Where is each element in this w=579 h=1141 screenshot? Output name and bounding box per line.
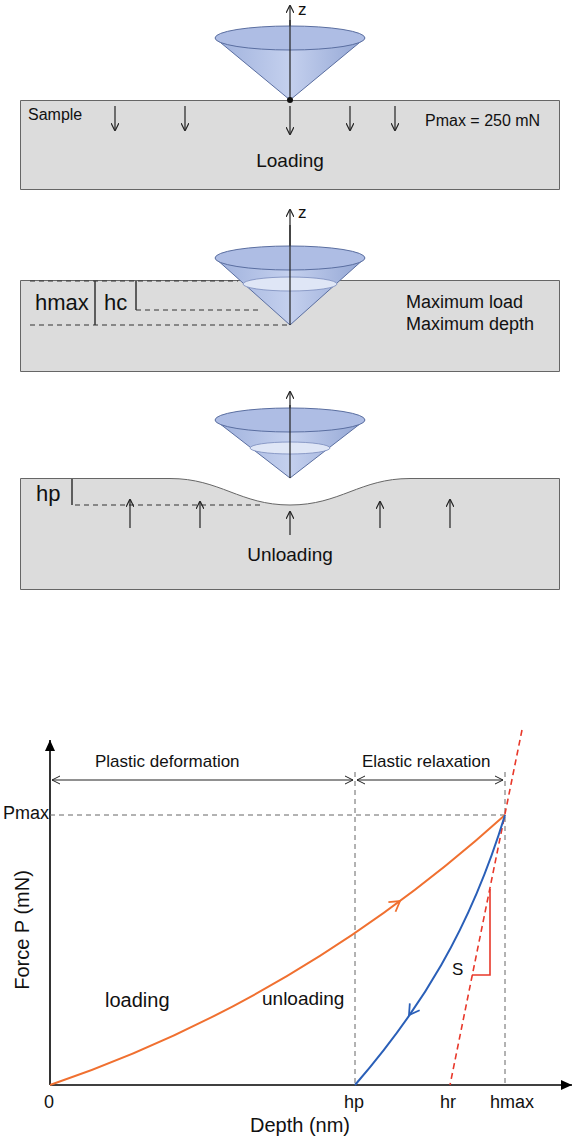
stage-label: Maximum load Maximum depth <box>406 292 556 335</box>
drawing-part <box>390 894 400 901</box>
axis-label: z <box>298 203 307 223</box>
drawing-part <box>394 106 395 130</box>
curve-label: loading <box>105 988 170 1012</box>
guide-lines <box>50 772 505 1085</box>
axis-title: Force P (mN) <box>10 870 34 990</box>
drawing-part <box>184 106 185 130</box>
loading-arrowhead <box>388 896 403 912</box>
drawing-part <box>199 502 200 528</box>
drawing-part <box>71 479 73 505</box>
region-label: Plastic deformation <box>95 752 240 772</box>
sample-label: Sample <box>28 105 82 124</box>
axis-tick-label: hmax <box>490 1092 534 1114</box>
drawing-part <box>114 106 115 130</box>
sample-outline <box>21 479 560 590</box>
drawing-part <box>289 106 290 134</box>
sample-outline <box>21 281 560 372</box>
drawing-part <box>355 772 356 1085</box>
tangent-line <box>450 730 522 1085</box>
loading-curve <box>50 815 505 1085</box>
sample-outline <box>21 101 560 190</box>
drawing-part <box>94 281 96 325</box>
elastic-range-arrow <box>357 780 503 781</box>
drawing-part <box>30 325 288 326</box>
dimension-label: hmax <box>35 290 89 316</box>
stage-label: Unloading <box>247 544 333 567</box>
contact-point <box>287 97 293 103</box>
y-axis <box>49 740 51 1085</box>
axis-tick-label: Pmax <box>3 803 49 825</box>
unloading-curve <box>355 815 505 1085</box>
slope-label: S <box>452 960 463 980</box>
drawing-part <box>289 512 290 535</box>
drawing-part <box>379 502 380 528</box>
drawing-part <box>404 1003 420 1018</box>
load-label: Pmax = 250 mN <box>425 111 540 130</box>
axis-label: z <box>298 0 307 20</box>
z-axis <box>289 225 290 325</box>
slope-triangle <box>472 889 490 975</box>
drawing-part <box>129 500 130 528</box>
stage-label: Loading <box>256 150 324 173</box>
z-axis <box>289 405 290 478</box>
axis-tick-label: 0 <box>44 1092 54 1114</box>
drawing-part <box>349 106 350 130</box>
x-axis <box>50 1084 572 1086</box>
z-axis <box>289 210 290 325</box>
curve-label: unloading <box>262 988 344 1011</box>
unloading-arrowhead <box>404 1003 420 1018</box>
z-axis <box>289 392 290 478</box>
drawing-part <box>135 281 137 310</box>
axis-tick-label: hr <box>440 1092 456 1114</box>
plastic-range-arrow <box>52 780 353 781</box>
drawing-part <box>388 896 403 912</box>
axis-tick-label: hp <box>344 1092 364 1114</box>
z-axis <box>289 20 290 100</box>
dimension-label: hp <box>36 481 60 507</box>
dimension-label: hc <box>104 290 127 316</box>
drawing-part <box>449 500 450 528</box>
region-label: Elastic relaxation <box>362 752 491 772</box>
z-axis <box>289 6 290 100</box>
axis-title: Depth (nm) <box>250 1113 350 1137</box>
drawing-part <box>50 815 505 816</box>
